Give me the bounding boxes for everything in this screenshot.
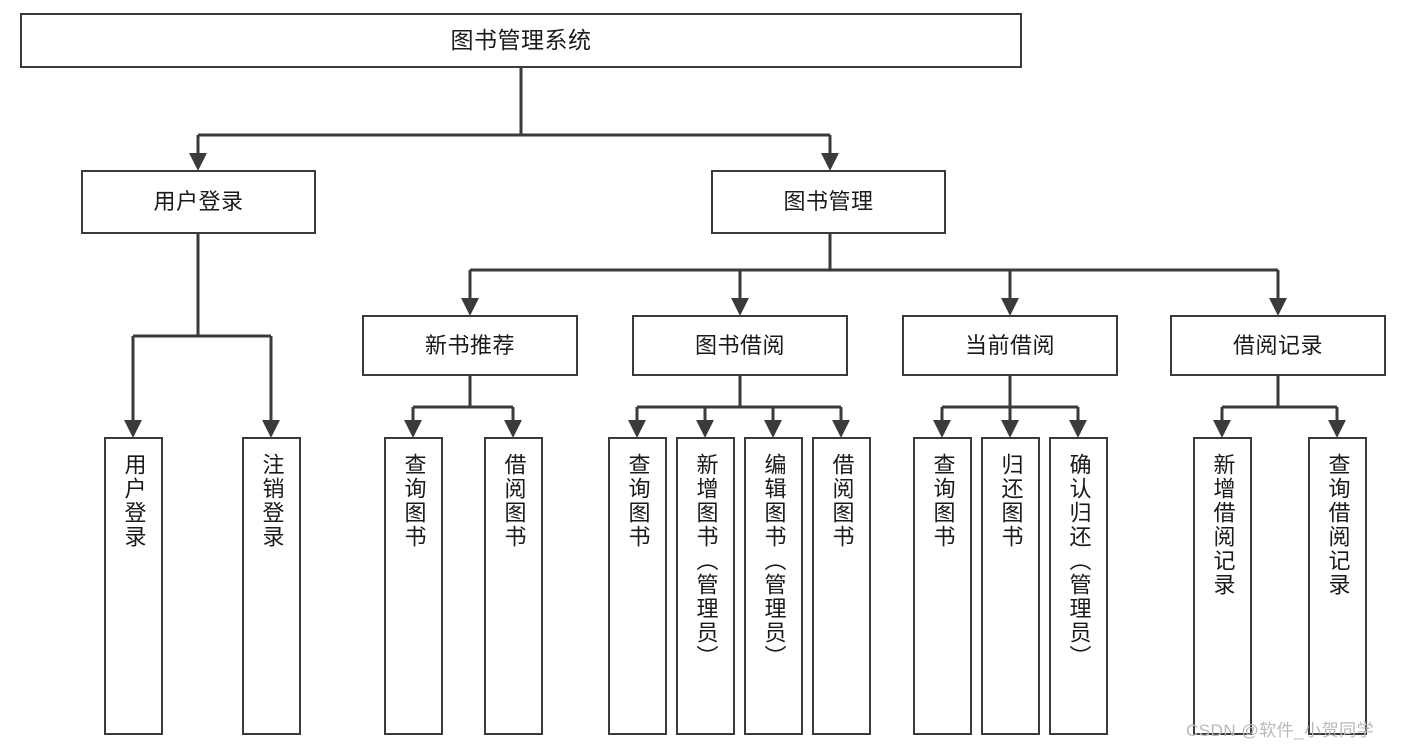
node-book-borrow-label: 图书借阅 bbox=[694, 332, 785, 358]
leaf-edit-book[interactable]: 编辑图书（管理员） bbox=[744, 437, 803, 735]
leaf-return-book[interactable]: 归还图书 bbox=[981, 437, 1040, 735]
node-book-management-label: 图书管理 bbox=[783, 189, 874, 215]
node-current-borrow-label: 当前借阅 bbox=[964, 332, 1055, 358]
node-root-label: 图书管理系统 bbox=[450, 27, 592, 54]
leaf-return-book-label: 归还图书 bbox=[998, 453, 1024, 549]
leaf-query-book-1-label: 查询图书 bbox=[401, 453, 427, 549]
leaf-user-login[interactable]: 用户登录 bbox=[104, 437, 163, 735]
node-current-borrow[interactable]: 当前借阅 bbox=[902, 315, 1118, 376]
leaf-borrow-book-2[interactable]: 借阅图书 bbox=[812, 437, 871, 735]
node-new-book-recommend[interactable]: 新书推荐 bbox=[362, 315, 578, 376]
node-book-borrow[interactable]: 图书借阅 bbox=[632, 315, 848, 376]
leaf-borrow-book-1-label: 借阅图书 bbox=[501, 453, 527, 549]
leaf-edit-book-label: 编辑图书（管理员） bbox=[761, 453, 787, 669]
leaf-borrow-book-2-label: 借阅图书 bbox=[829, 453, 855, 549]
node-borrow-record-label: 借阅记录 bbox=[1232, 332, 1323, 358]
leaf-add-book[interactable]: 新增图书（管理员） bbox=[676, 437, 735, 735]
leaf-user-logout[interactable]: 注销登录 bbox=[242, 437, 301, 735]
node-user-login-label: 用户登录 bbox=[153, 189, 244, 215]
node-user-login[interactable]: 用户登录 bbox=[81, 170, 316, 234]
leaf-query-book-1[interactable]: 查询图书 bbox=[384, 437, 443, 735]
leaf-query-book-2-label: 查询图书 bbox=[625, 453, 651, 549]
leaf-user-login-label: 用户登录 bbox=[121, 453, 147, 549]
csdn-watermark: CSDN @软件_小贺同学 bbox=[1186, 721, 1375, 740]
leaf-borrow-book-1[interactable]: 借阅图书 bbox=[484, 437, 543, 735]
node-book-management[interactable]: 图书管理 bbox=[711, 170, 946, 234]
leaf-query-book-2[interactable]: 查询图书 bbox=[608, 437, 667, 735]
leaf-confirm-return-label: 确认归还（管理员） bbox=[1066, 453, 1092, 669]
node-new-book-recommend-label: 新书推荐 bbox=[424, 332, 515, 358]
leaf-add-record[interactable]: 新增借阅记录 bbox=[1193, 437, 1252, 735]
leaf-query-record-label: 查询借阅记录 bbox=[1325, 453, 1351, 597]
leaf-query-record[interactable]: 查询借阅记录 bbox=[1308, 437, 1367, 735]
leaf-add-book-label: 新增图书（管理员） bbox=[693, 453, 719, 669]
leaf-user-logout-label: 注销登录 bbox=[259, 453, 285, 549]
node-borrow-record[interactable]: 借阅记录 bbox=[1170, 315, 1386, 376]
node-root[interactable]: 图书管理系统 bbox=[20, 13, 1022, 68]
leaf-confirm-return[interactable]: 确认归还（管理员） bbox=[1049, 437, 1108, 735]
leaf-add-record-label: 新增借阅记录 bbox=[1210, 453, 1236, 597]
leaf-query-book-3[interactable]: 查询图书 bbox=[913, 437, 972, 735]
leaf-query-book-3-label: 查询图书 bbox=[930, 453, 956, 549]
